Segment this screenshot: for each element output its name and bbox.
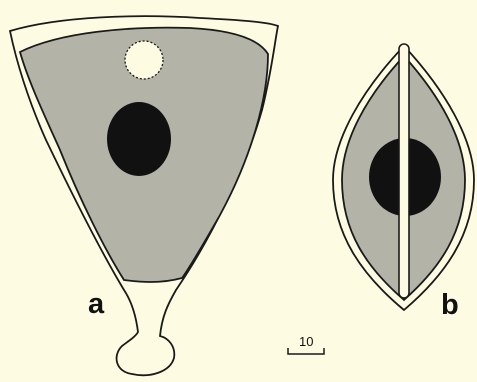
panel-b-label: b [441, 291, 459, 320]
panel-a-label: a [88, 290, 104, 319]
cell-a-nucleus [107, 102, 171, 176]
cell-a-vacuole [125, 41, 163, 79]
scale-bar-value: 10 [299, 335, 313, 348]
panel-b-cell [333, 44, 474, 310]
panel-a-cell [10, 16, 278, 375]
cell-b-central-rod [399, 44, 409, 298]
